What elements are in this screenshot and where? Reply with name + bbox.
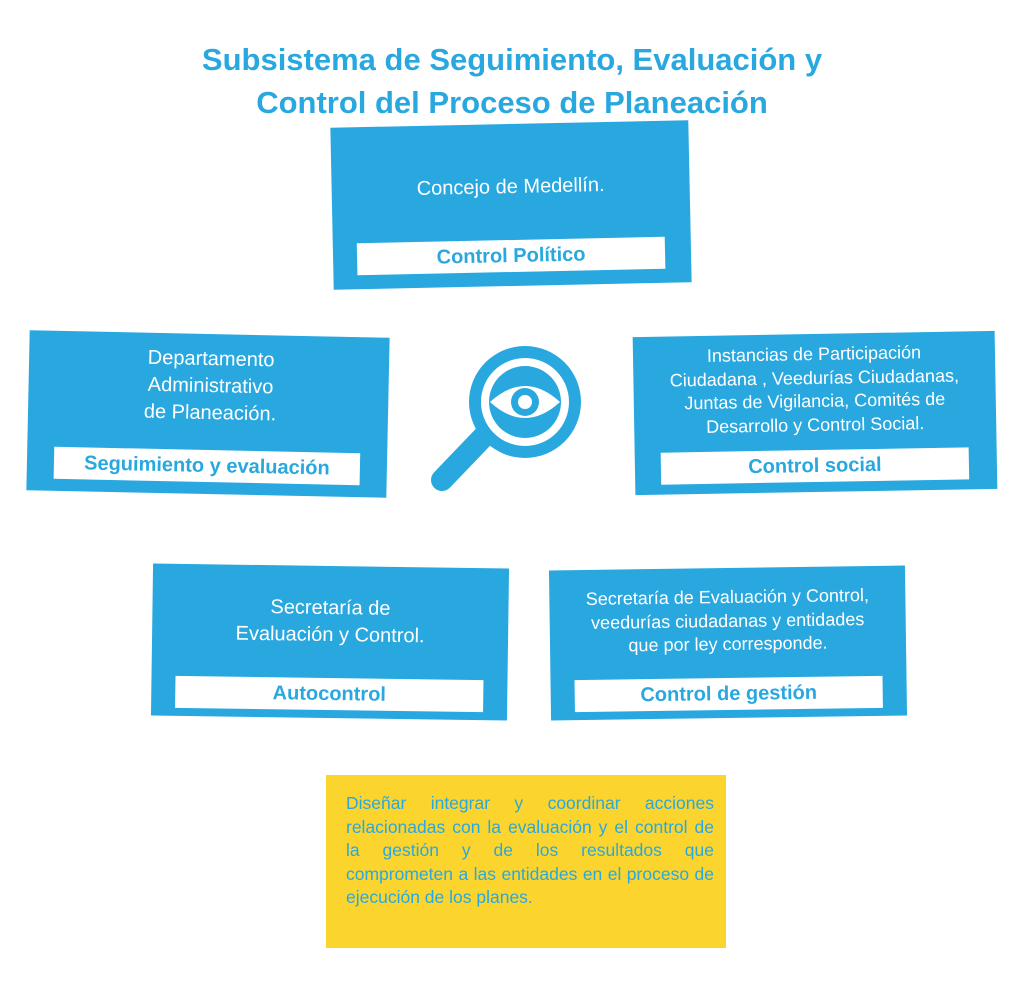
card-label: Control social	[660, 447, 970, 485]
title-line-2: Control del Proceso de Planeación	[256, 85, 768, 120]
card-description: Instancias de Participación Ciudadana , …	[669, 342, 960, 437]
card-description: Secretaría de Evaluación y Control, veed…	[585, 585, 870, 656]
magnifying-glass-eye-icon	[431, 346, 581, 491]
title-line-1: Subsistema de Seguimiento, Evaluación y	[201, 42, 823, 77]
card-control-social: Instancias de Participación Ciudadana , …	[632, 330, 998, 496]
page-title: Subsistema de Seguimiento, Evaluación y …	[0, 38, 1024, 124]
card-control-gestion: Secretaría de Evaluación y Control, veed…	[548, 565, 908, 721]
card-description: Concejo de Medellín.	[416, 174, 605, 200]
card-label: Autocontrol	[175, 675, 484, 713]
card-autocontrol: Secretaría de Evaluación y Control. Auto…	[150, 563, 510, 721]
objective-note: Diseñar integrar y coordinar acciones re…	[326, 775, 726, 948]
card-description: Secretaría de Evaluación y Control.	[235, 596, 425, 648]
card-description: Departamento Administrativo de Planeació…	[143, 346, 277, 426]
objective-text: Diseñar integrar y coordinar acciones re…	[346, 793, 714, 907]
card-label: Control Político	[356, 236, 666, 276]
card-control-politico: Concejo de Medellín. Control Político	[330, 120, 692, 290]
card-label: Control de gestión	[574, 675, 883, 713]
card-seguimiento-evaluacion: Departamento Administrativo de Planeació…	[26, 330, 390, 498]
card-label: Seguimiento y evaluación	[53, 446, 361, 486]
